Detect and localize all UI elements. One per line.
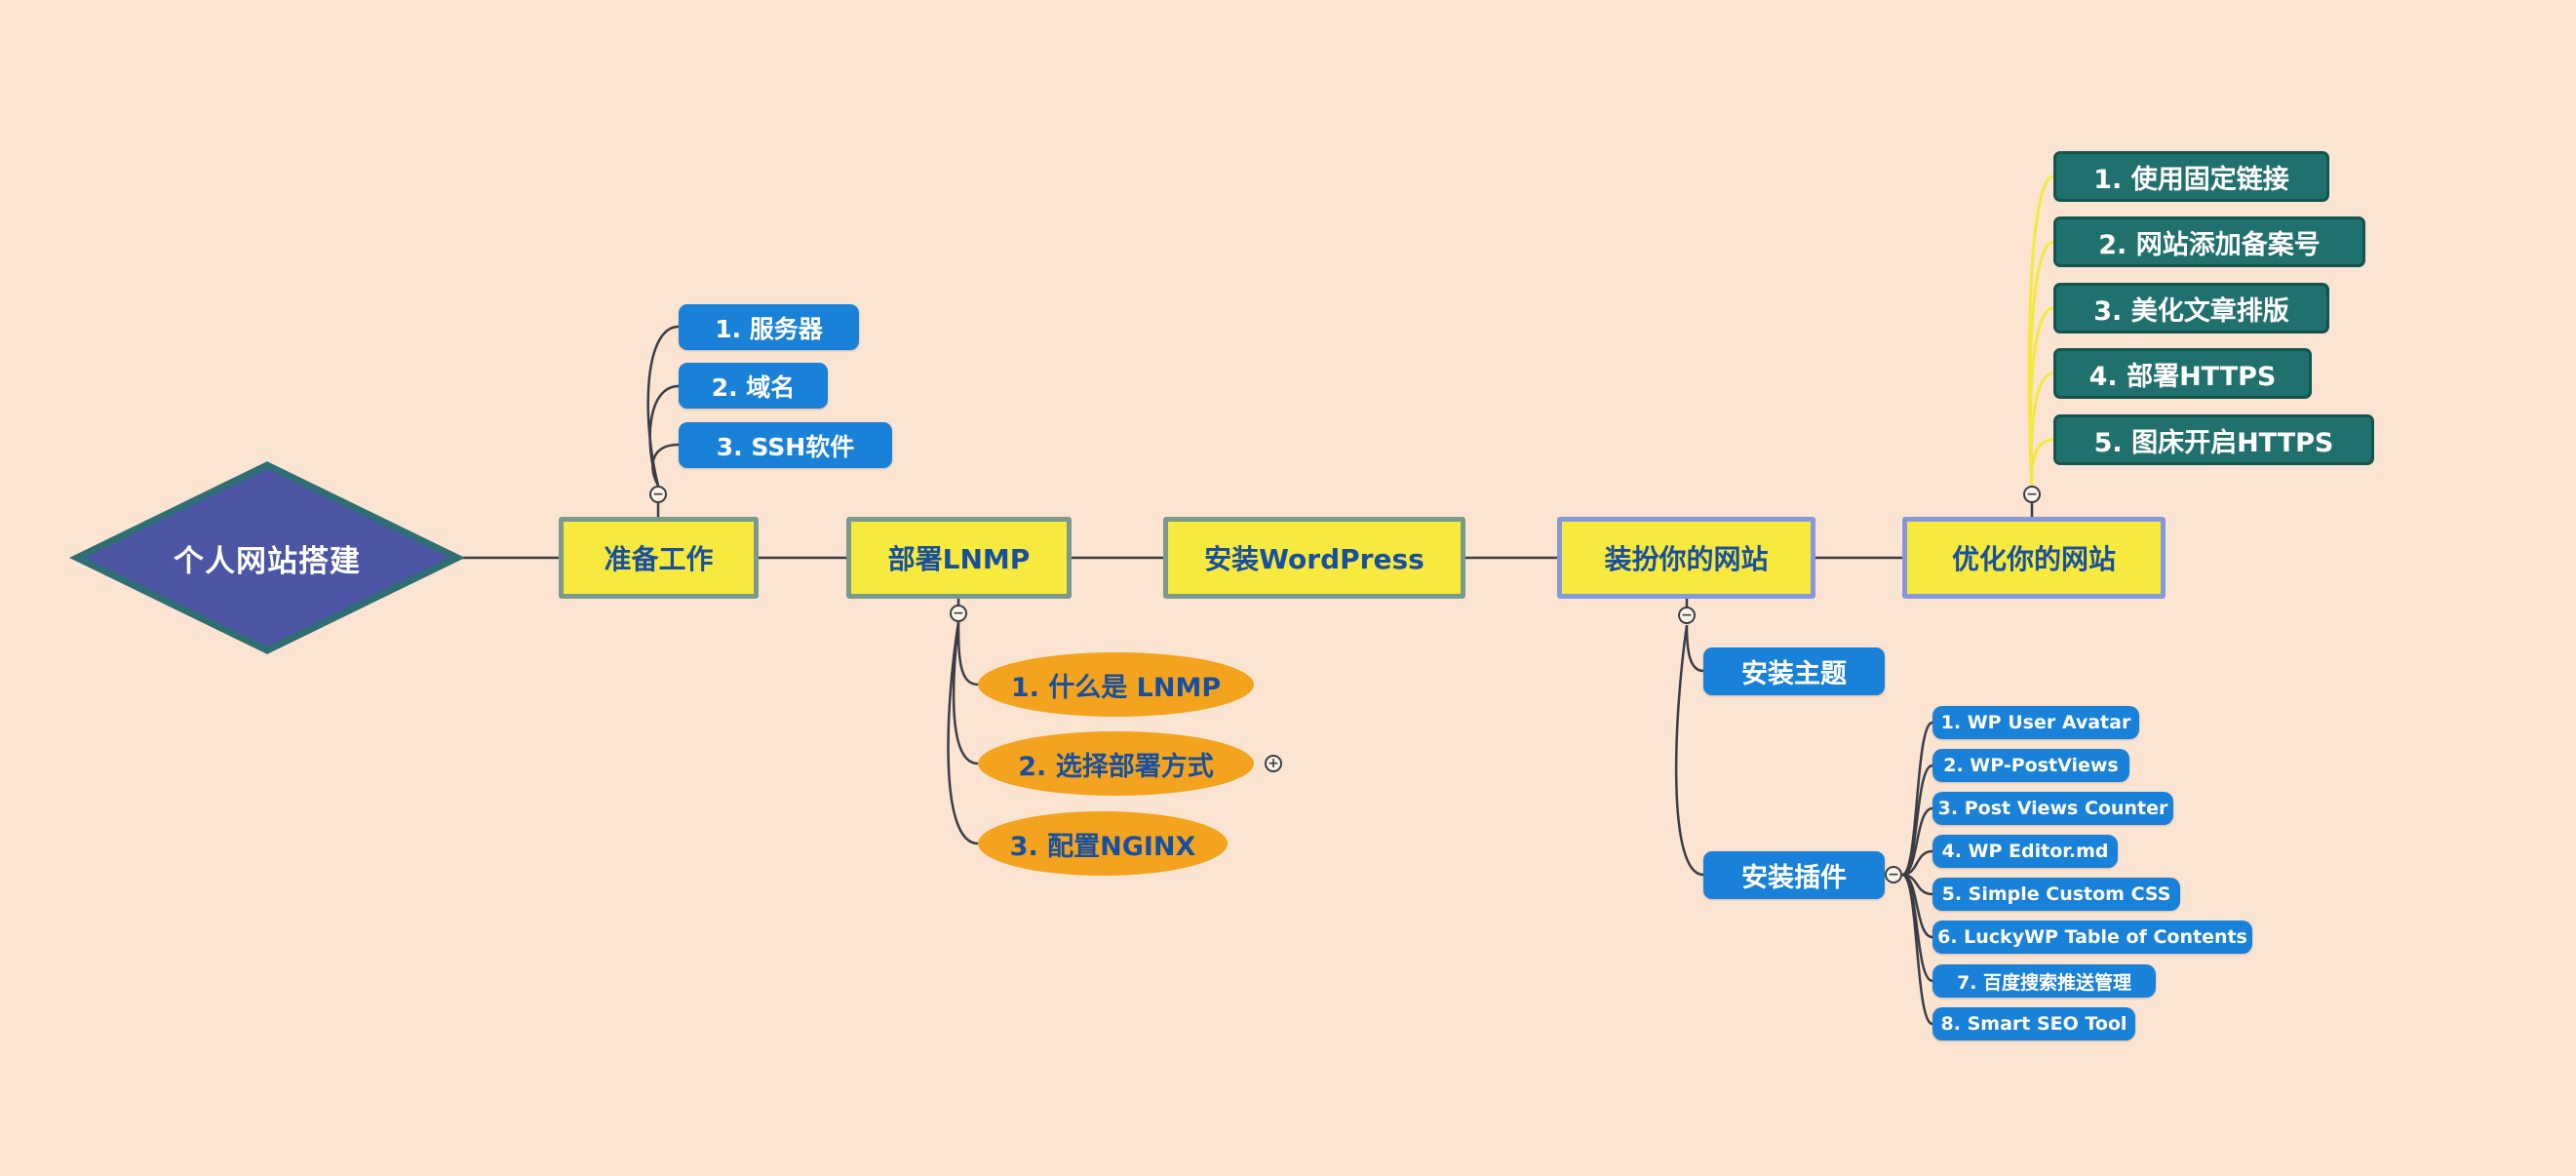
connector-prep-child-3 xyxy=(651,443,680,487)
connector-plugin-8 xyxy=(1901,873,1933,1026)
connector-optimize-5 xyxy=(2030,438,2054,487)
connector-optimize-4 xyxy=(2029,372,2054,487)
prep-child-domain[interactable]: 2. 域名 xyxy=(679,363,828,409)
decorate-collapse-toggle[interactable]: − xyxy=(1678,607,1696,624)
connector-lnmp-child-2 xyxy=(952,621,979,765)
connector-plugin-3 xyxy=(1901,806,1933,877)
decorate-child-theme[interactable]: 安装主题 xyxy=(1703,647,1885,695)
plugin-item-post-views-counter[interactable]: 3. Post Views Counter xyxy=(1932,792,2173,825)
connector-lnmp-child-3 xyxy=(947,621,979,845)
plugin-item-luckywp-toc[interactable]: 6. LuckyWP Table of Contents xyxy=(1932,921,2252,954)
lnmp-collapse-toggle[interactable]: − xyxy=(950,605,967,622)
connector-lnmp-child-1 xyxy=(956,621,979,686)
optimize-item-typography[interactable]: 3. 美化文章排版 xyxy=(2053,283,2329,333)
prep-collapse-toggle[interactable]: − xyxy=(649,486,667,503)
optimize-item-image-host-https[interactable]: 5. 图床开启HTTPS xyxy=(2053,414,2374,465)
plugin-item-wp-user-avatar[interactable]: 1. WP User Avatar xyxy=(1932,706,2139,739)
plugin-item-wp-postviews[interactable]: 2. WP-PostViews xyxy=(1932,749,2129,782)
decorate-child-plugins[interactable]: 安装插件 xyxy=(1703,851,1885,899)
node-prep[interactable]: 准备工作 xyxy=(559,517,759,599)
plugin-item-wp-editor-md[interactable]: 4. WP Editor.md xyxy=(1932,835,2118,868)
plugin-item-simple-custom-css[interactable]: 5. Simple Custom CSS xyxy=(1932,878,2180,911)
connector-plugin-2 xyxy=(1901,764,1933,877)
prep-child-ssh[interactable]: 3. SSH软件 xyxy=(679,422,892,468)
lnmp-child-nginx-config[interactable]: 3. 配置NGINX xyxy=(978,811,1228,876)
optimize-collapse-toggle[interactable]: − xyxy=(2023,486,2041,503)
optimize-item-icp-number[interactable]: 2. 网站添加备案号 xyxy=(2053,216,2365,267)
optimize-item-https[interactable]: 4. 部署HTTPS xyxy=(2053,348,2312,399)
node-wordpress[interactable]: 安装WordPress xyxy=(1163,517,1465,599)
plugin-item-baidu-push[interactable]: 7. 百度搜索推送管理 xyxy=(1932,964,2156,998)
lnmp-child-deploy-method[interactable]: 2. 选择部署方式 xyxy=(978,731,1254,796)
connector-prep-child-2 xyxy=(648,384,680,487)
root-node[interactable]: 个人网站搭建 xyxy=(174,543,361,579)
node-decorate[interactable]: 装扮你的网站 xyxy=(1557,517,1815,599)
root-diamond-shape xyxy=(69,461,465,654)
prep-child-server[interactable]: 1. 服务器 xyxy=(679,304,859,350)
lnmp-child-what-is-lnmp[interactable]: 1. 什么是 LNMP xyxy=(978,652,1254,717)
optimize-item-permalink[interactable]: 1. 使用固定链接 xyxy=(2053,151,2329,202)
connector-decorate-plugins xyxy=(1674,624,1704,877)
plugins-collapse-toggle[interactable]: − xyxy=(1885,866,1902,883)
plugin-item-smart-seo-tool[interactable]: 8. Smart SEO Tool xyxy=(1932,1007,2135,1040)
lnmp-deploy-method-expand-toggle[interactable]: + xyxy=(1265,755,1282,772)
connector-decorate-theme xyxy=(1685,624,1704,673)
node-optimize[interactable]: 优化你的网站 xyxy=(1902,517,2166,599)
node-lnmp[interactable]: 部署LNMP xyxy=(846,517,1072,599)
